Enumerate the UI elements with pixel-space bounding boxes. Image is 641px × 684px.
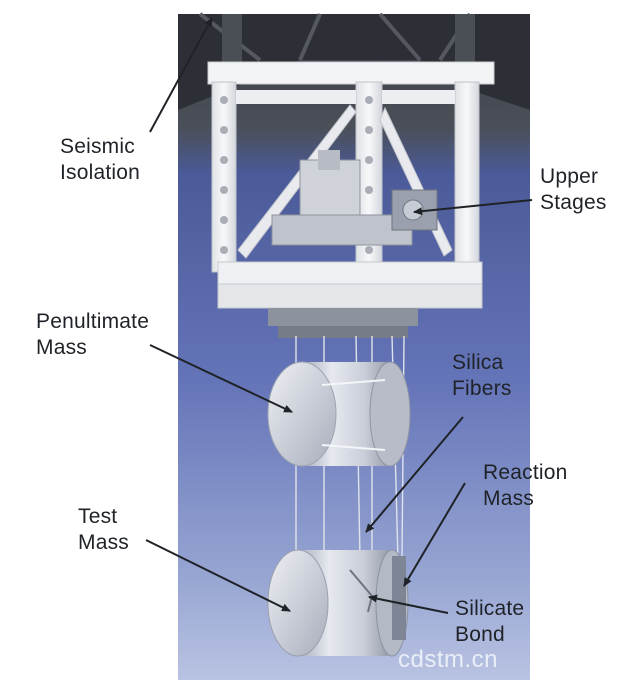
penultimate-mass <box>267 361 411 467</box>
arrow-reaction-mass <box>403 482 466 587</box>
label-seismic-isolation: Seismic Isolation <box>60 135 141 184</box>
test-mass <box>267 549 409 657</box>
label-penultimate-mass: Penultimate Mass <box>36 310 150 359</box>
upper-stages-frame <box>207 61 495 309</box>
watermark: cdstm.cn <box>398 646 499 673</box>
arrow-test-mass <box>145 539 291 612</box>
arrow-seismic-isolation <box>149 17 213 133</box>
seismic-isolation-structure <box>178 12 530 110</box>
label-upper-stages: Upper Stages <box>540 165 607 214</box>
callout-arrows <box>145 17 533 614</box>
label-silicate-bond: Silicate Bond <box>455 597 525 646</box>
label-test-mass: Test Mass <box>78 505 129 554</box>
arrow-silica-fibers <box>365 416 464 533</box>
arrow-penultimate-mass <box>149 344 293 413</box>
arrow-silicate-bond <box>368 594 449 614</box>
arrow-upper-stages <box>413 199 533 216</box>
reaction-mass <box>392 556 406 640</box>
label-reaction-mass: Reaction Mass <box>483 461 568 510</box>
label-silica-fibers: Silica Fibers <box>452 351 512 400</box>
lower-connector <box>268 308 418 338</box>
